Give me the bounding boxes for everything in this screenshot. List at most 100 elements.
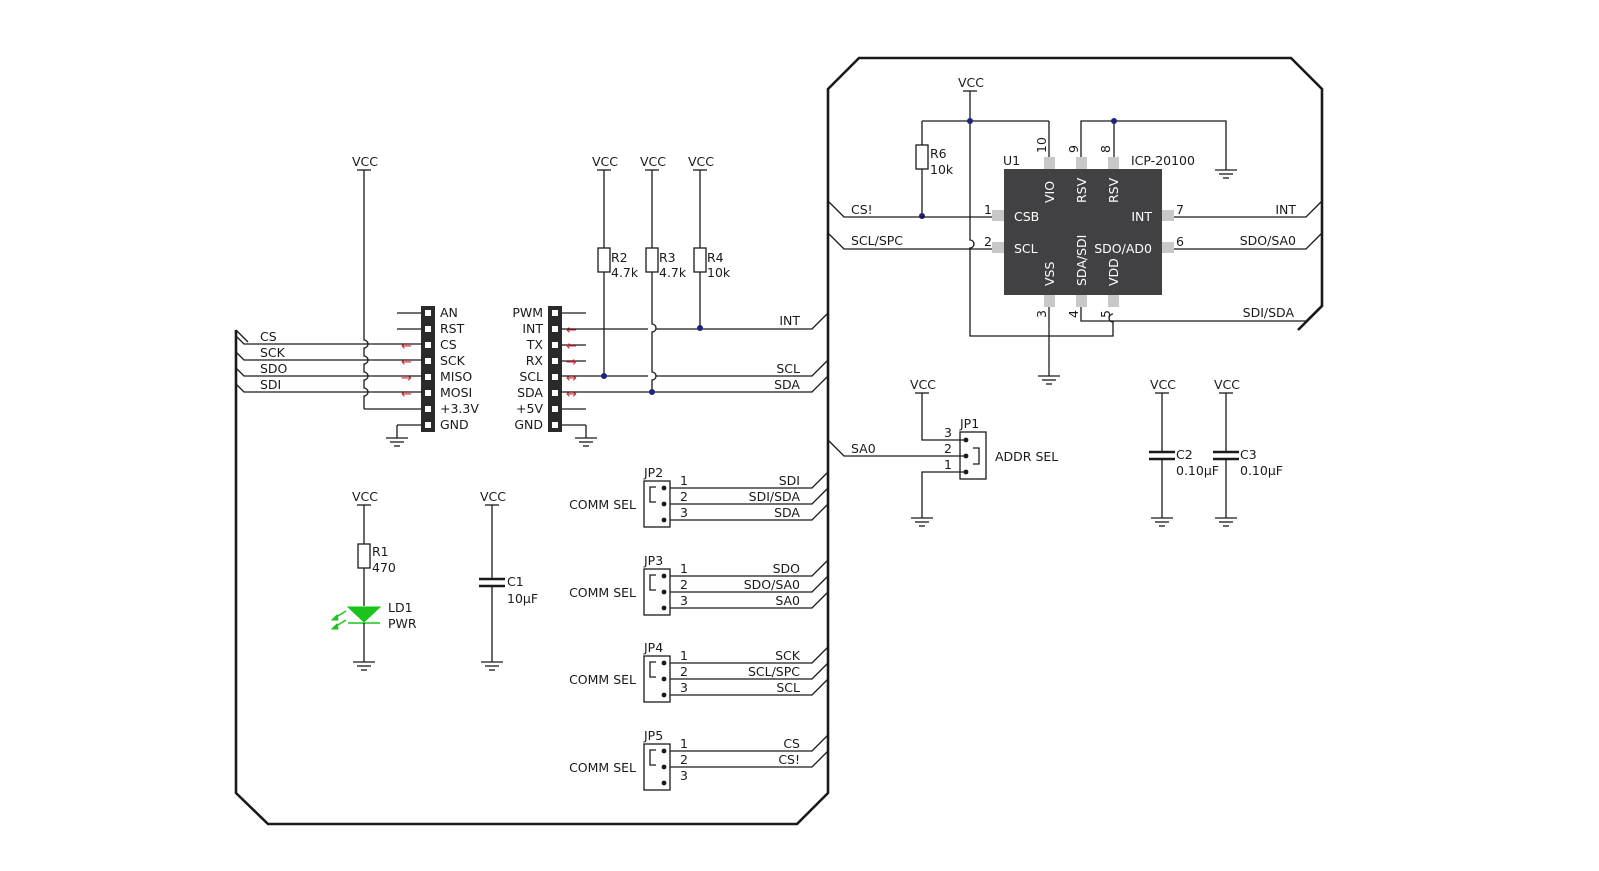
c1-value: 10µF — [507, 591, 538, 606]
jp3-pin2: 2 — [680, 577, 688, 592]
jp4-net3: SCL — [776, 680, 800, 695]
ic-part: ICP-20100 — [1131, 153, 1195, 168]
net-sdo-sa0: SDO/SA0 — [1240, 233, 1296, 248]
ic-num: 1 — [984, 202, 992, 217]
jumper-jp4[interactable]: JP4 1 2 3 SCK SCL/SPC SCL COMM SEL — [569, 640, 829, 703]
pin-scl: SCL — [519, 369, 543, 384]
pin-pwm: PWM — [512, 305, 543, 320]
net-int-ic: INT — [1275, 202, 1296, 217]
r6-ref: R6 — [930, 146, 947, 161]
pin-rx: RX — [526, 353, 544, 368]
vcc-label: VCC — [640, 154, 666, 169]
jp4-ref: JP4 — [643, 640, 663, 655]
ic-num: 7 — [1176, 202, 1184, 217]
ic-num: 2 — [984, 234, 992, 249]
jp3-ref: JP3 — [643, 553, 663, 568]
jp5-net2: CS! — [778, 752, 800, 767]
ic-num: 4 — [1066, 310, 1081, 318]
jp1-pin2: 2 — [944, 441, 952, 456]
jp5-pin1: 1 — [680, 736, 688, 751]
jp5-label: COMM SEL — [569, 760, 636, 775]
jp1-label: ADDR SEL — [995, 449, 1058, 464]
ic-num: 10 — [1034, 137, 1049, 153]
vcc-label: VCC — [958, 75, 984, 90]
r2-ref: R2 — [611, 250, 628, 265]
jp1-pin1: 1 — [944, 457, 952, 472]
pin-tx: TX — [526, 337, 544, 352]
jp3-net2: SDO/SA0 — [744, 577, 800, 592]
vcc-label: VCC — [592, 154, 618, 169]
ic-pin-vss: VSS — [1042, 262, 1057, 286]
ic-pin-sda: SDA/SDI — [1074, 235, 1089, 286]
board-border — [234, 56, 1324, 826]
led-label: PWR — [388, 616, 417, 631]
jumper-jp1[interactable]: VCC JP1 3 2 1 ADDR SEL SA0 — [827, 377, 1058, 527]
jp3-pin3: 3 — [680, 593, 688, 608]
jp3-pin1: 1 — [680, 561, 688, 576]
vcc-label: VCC — [352, 154, 378, 169]
net-int: INT — [779, 313, 800, 328]
jumper-jp5[interactable]: JP5 1 2 3 CS CS! COMM SEL — [569, 728, 829, 791]
net-scl-spc: SCL/SPC — [851, 233, 903, 248]
jp5-pin3: 3 — [680, 768, 688, 783]
c1-ref: C1 — [507, 574, 524, 589]
pin-rst: RST — [440, 321, 465, 336]
ic-pin-sdo: SDO/AD0 — [1094, 241, 1152, 256]
c2-value: 0.10µF — [1176, 463, 1219, 478]
led-ref: LD1 — [388, 600, 413, 615]
jp5-pin2: 2 — [680, 752, 688, 767]
vcc-label: VCC — [688, 154, 714, 169]
net-sdi-sda: SDI/SDA — [1243, 305, 1295, 320]
net-sdo: SDO — [260, 361, 288, 376]
jp2-pin2: 2 — [680, 489, 688, 504]
pin-an: AN — [440, 305, 458, 320]
net-cs-bar: CS! — [851, 202, 873, 217]
jp4-pin2: 2 — [680, 664, 688, 679]
ic-u1: VCC R6 10k CSB SCL INT SDO/AD0 VIO — [827, 75, 1323, 385]
arrow-icon: ← — [566, 339, 577, 354]
mikrobus-left-header: AN RST CS SCK MISO MOSI +3.3V GND ← ← → … — [364, 305, 479, 447]
pin-int: INT — [522, 321, 543, 336]
left-nets: CS SCK SDO SDI — [235, 329, 421, 393]
r3-ref: R3 — [659, 250, 676, 265]
jp3-net3: SA0 — [775, 593, 800, 608]
r4-ref: R4 — [707, 250, 724, 265]
jp3-net1: SDO — [773, 561, 801, 576]
jumper-jp2[interactable]: JP2 1 2 3 SDI SDI/SDA SDA COMM SEL — [569, 465, 829, 528]
r2-value: 4.7k — [611, 265, 639, 280]
jp2-pin3: 3 — [680, 505, 688, 520]
arrow-icon: ← — [401, 387, 412, 402]
vcc-label: VCC — [480, 489, 506, 504]
capacitor-c2: VCC C2 0.10µF — [1149, 377, 1219, 527]
jp1-pin3: 3 — [944, 425, 952, 440]
c3-value: 0.10µF — [1240, 463, 1283, 478]
vcc-label: VCC — [1150, 377, 1176, 392]
r3-value: 4.7k — [659, 265, 687, 280]
ic-pin-int: INT — [1131, 209, 1152, 224]
pin-sck: SCK — [440, 353, 466, 368]
vcc-label: VCC — [352, 489, 378, 504]
c2-ref: C2 — [1176, 447, 1193, 462]
ic-num: 5 — [1098, 310, 1113, 318]
mikrobus-right-header: PWM INT TX RX SCL SDA +5V GND ← ← → ↔ ↔ — [512, 305, 598, 447]
arrow-icon: ← — [401, 355, 412, 370]
jp4-net1: SCK — [775, 648, 801, 663]
ic-num: 3 — [1034, 310, 1049, 318]
net-sck: SCK — [260, 345, 286, 360]
power-led: VCC R1 470 LD1 PWR — [330, 489, 417, 671]
jumper-jp3[interactable]: JP3 1 2 3 SDO SDO/SA0 SA0 COMM SEL — [569, 553, 829, 616]
net-cs: CS — [260, 329, 277, 344]
jp3-label: COMM SEL — [569, 585, 636, 600]
arrow-icon: ← — [401, 339, 412, 354]
c3-ref: C3 — [1240, 447, 1257, 462]
jp4-net2: SCL/SPC — [748, 664, 800, 679]
jp5-net1: CS — [783, 736, 800, 751]
arrow-icon: ↔ — [566, 371, 577, 386]
ic-pin-scl: SCL — [1014, 241, 1038, 256]
r4-value: 10k — [707, 265, 731, 280]
arrow-icon: ↔ — [566, 387, 577, 402]
vcc-label: VCC — [910, 377, 936, 392]
right-nets: INT SCL SDA — [562, 312, 829, 395]
ic-pin-csb: CSB — [1014, 209, 1039, 224]
jp2-net3: SDA — [774, 505, 800, 520]
